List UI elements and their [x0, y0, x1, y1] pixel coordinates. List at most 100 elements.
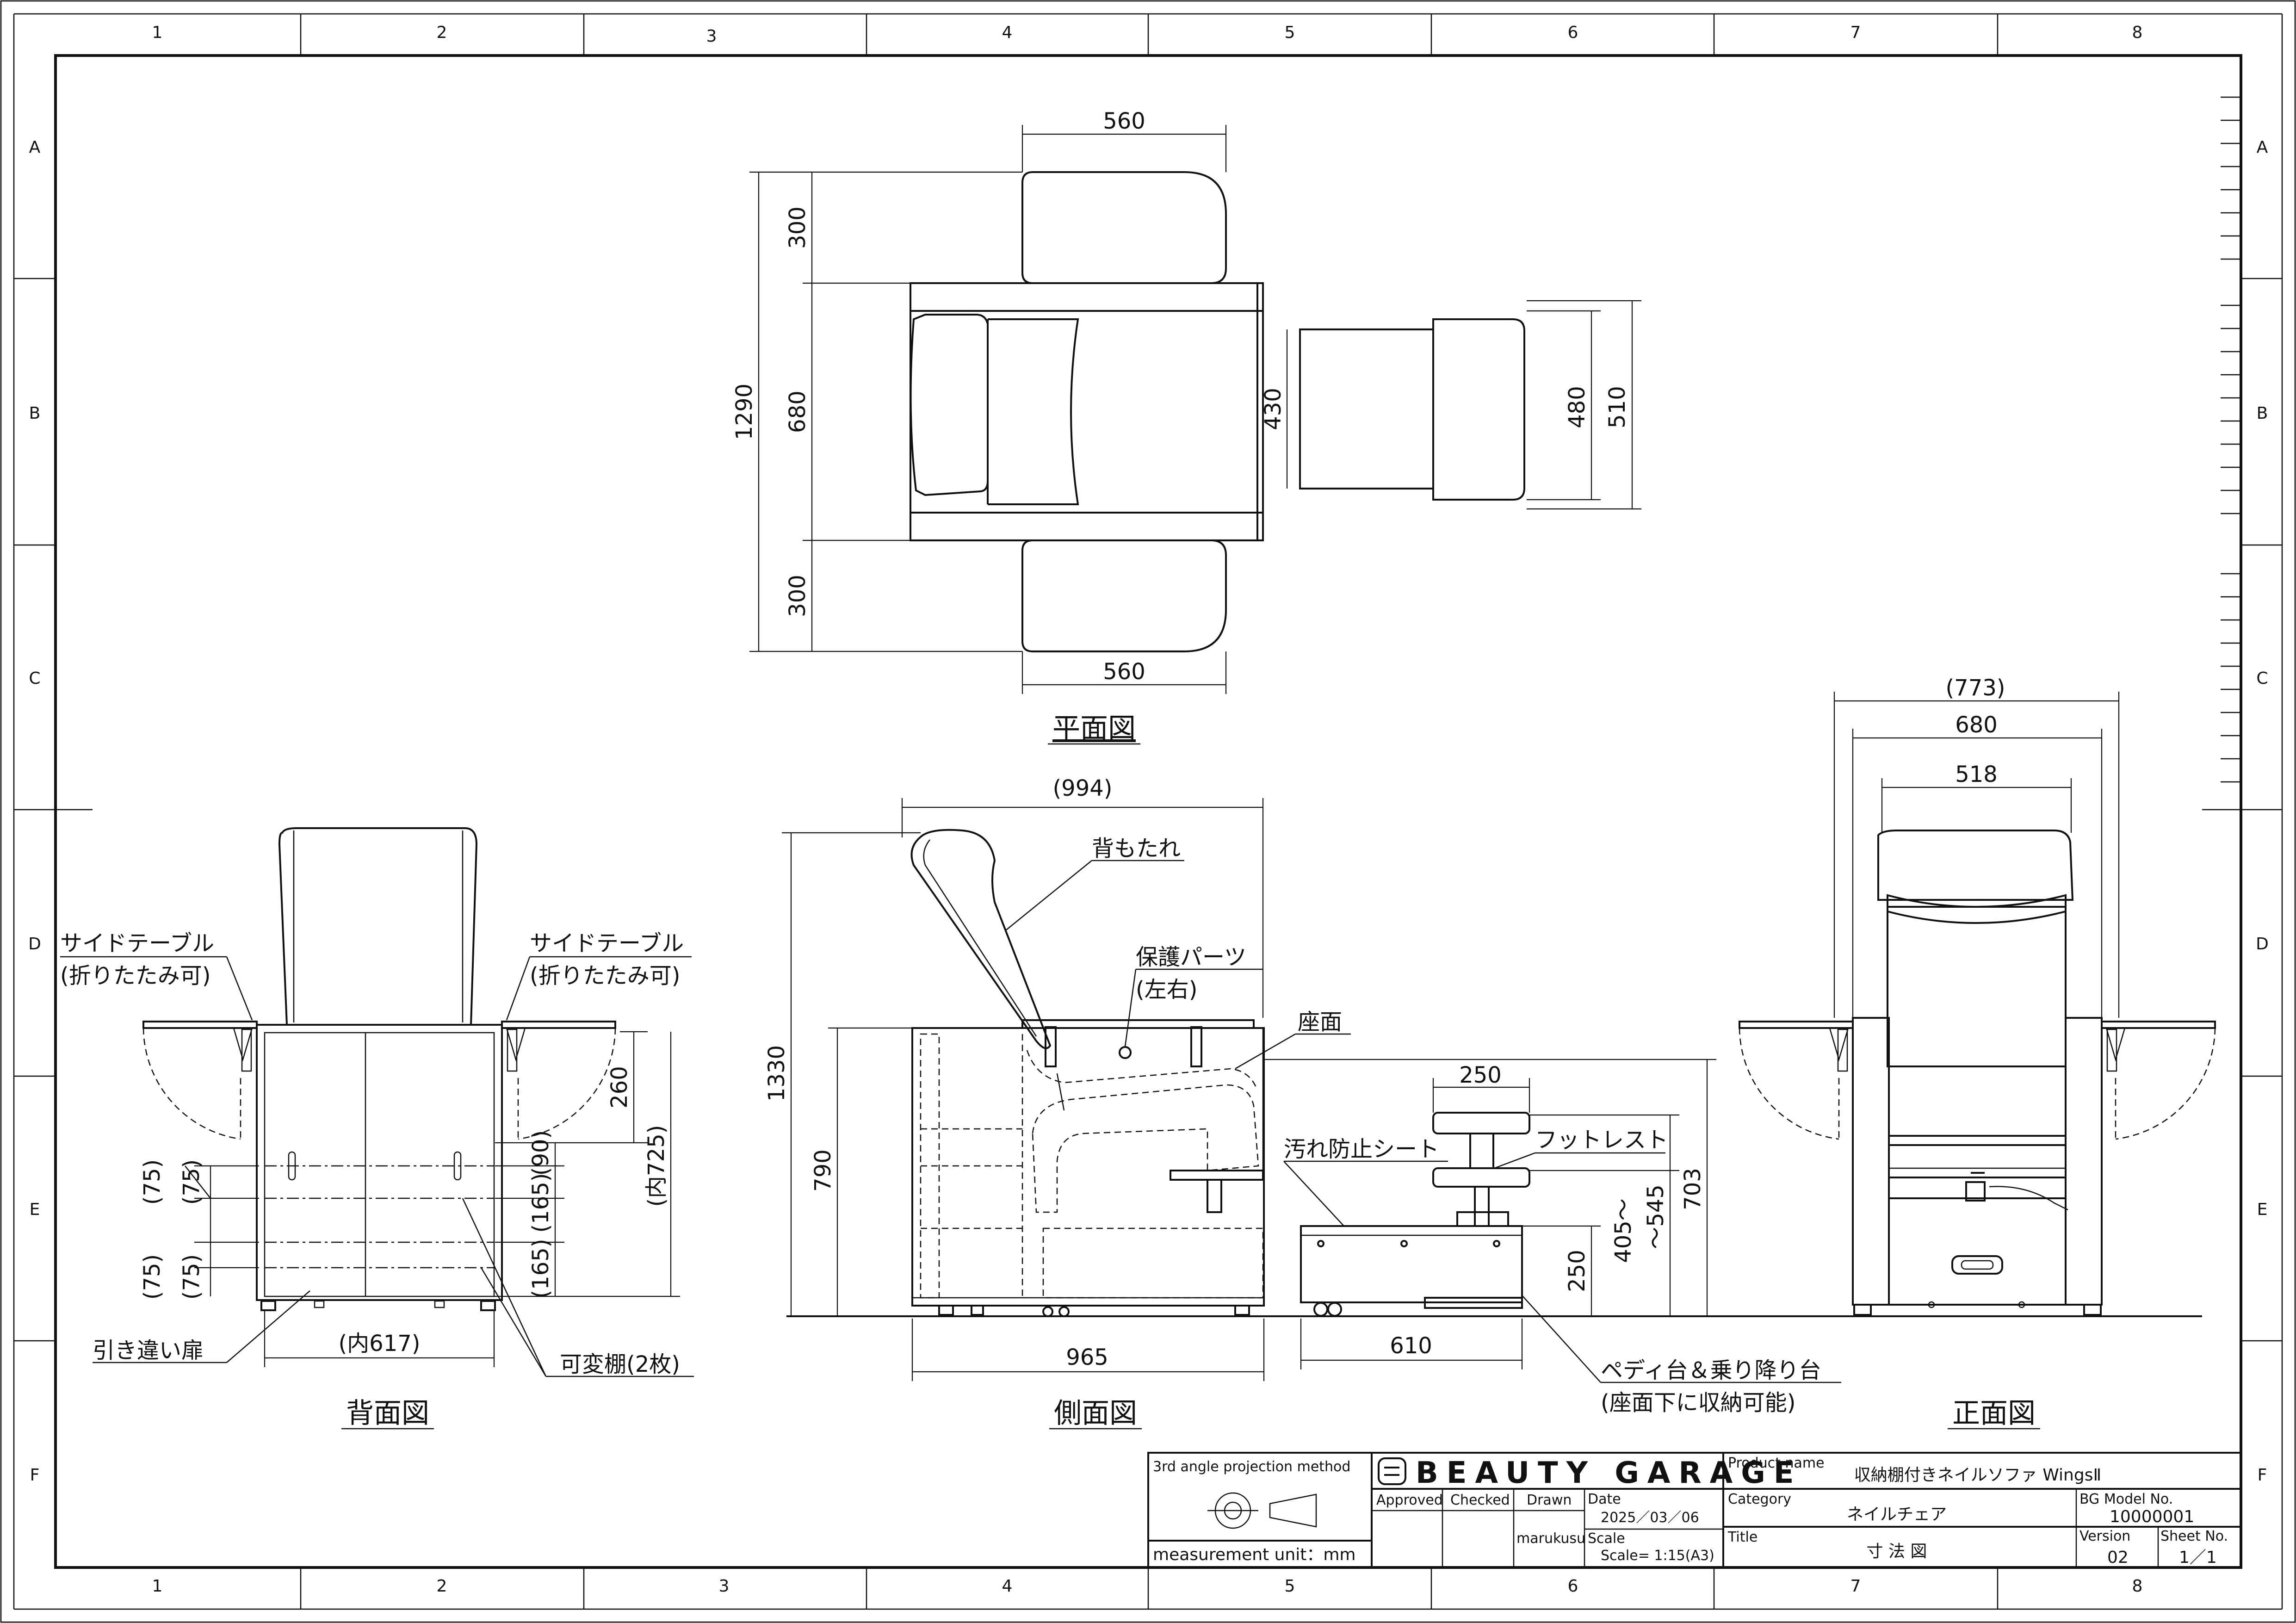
dim-back-90: (90)	[528, 1130, 554, 1176]
front-backrest	[1877, 830, 2074, 901]
model-value: 10000001	[2110, 1507, 2194, 1526]
col-label: 4	[1002, 1577, 1013, 1596]
side-view-title: 側面図	[1054, 1397, 1137, 1430]
plan-arm-bottom	[1021, 539, 1227, 652]
row-label: F	[2258, 1466, 2267, 1485]
projection-label: 3rd angle projection method	[1153, 1459, 1350, 1475]
product-name-label: Product name	[1728, 1455, 1825, 1471]
category-value: ネイルチェア	[1847, 1505, 1947, 1524]
label-protect-sub: (左右)	[1136, 977, 1197, 1003]
label-backrest: 背もたれ	[1092, 836, 1181, 861]
back-cabinet	[256, 1024, 503, 1301]
back-view-title: 背面図	[346, 1397, 429, 1430]
back-side-table-right	[501, 1021, 616, 1029]
front-view-title: 正面図	[1952, 1397, 2036, 1430]
label-sliding-door: 引き違い扉	[93, 1338, 204, 1363]
dim-plan-fr-inner: 480	[1564, 386, 1590, 428]
col-label: 5	[1285, 23, 1295, 42]
brand-name: BEAUTY GARAGE	[1416, 1456, 1802, 1490]
dim-pedi-703: 703	[1680, 1168, 1706, 1210]
dim-plan-bottom: 560	[1103, 659, 1145, 685]
plan-backrest	[910, 314, 989, 496]
dim-back-165b: (165)	[528, 1239, 554, 1298]
pedi-stand: 汚れ防止シート フットレスト ペディ台＆乗り降り台 (座面下に収納可能) 250…	[1263, 1059, 1841, 1416]
row-label: A	[2257, 138, 2268, 157]
row-label: E	[30, 1200, 40, 1219]
dim-plan-arm-top: 300	[785, 206, 811, 249]
back-view: サイドテーブル (折りたたみ可) サイドテーブル (折りたたみ可) 引き違い扉 …	[60, 827, 694, 1430]
label-pedi-sub: (座面下に収納可能)	[1601, 1390, 1795, 1416]
col-label: 8	[2132, 23, 2143, 42]
label-seat: 座面	[1298, 1009, 1342, 1035]
drawn-label: Drawn	[1527, 1492, 1572, 1508]
dim-side-1330: 1330	[764, 1045, 790, 1102]
title-value: 寸 法 図	[1867, 1542, 1927, 1561]
row-label: E	[2257, 1200, 2268, 1219]
version-label: Version	[2079, 1528, 2130, 1544]
col-label: 5	[1285, 1577, 1295, 1596]
dim-front-680: 680	[1955, 712, 1998, 738]
front-seat-back	[1887, 906, 2067, 1067]
grid-labels: 1 2 3 4 5 6 7 8 1 2 3 4 5 6 7 8 A B C D …	[28, 23, 2269, 1596]
col-label: 3	[706, 27, 717, 46]
sheet-value: 1／1	[2179, 1548, 2217, 1567]
date-value: 2025／03／06	[1601, 1510, 1699, 1526]
col-label: 6	[1568, 1577, 1578, 1596]
title-label: Title	[1727, 1529, 1758, 1545]
dim-back-75d: (75)	[179, 1254, 204, 1300]
scale-label: Scale	[1588, 1530, 1625, 1547]
label-side-table-left-sub: (折りたたみ可)	[60, 963, 210, 989]
model-label: BG Model No.	[2079, 1491, 2173, 1507]
dim-pedi-405: 405～	[1610, 1198, 1636, 1263]
dim-pedi-610: 610	[1390, 1333, 1432, 1359]
col-label: 4	[1002, 23, 1013, 42]
approved-label: Approved	[1376, 1492, 1443, 1508]
dim-plan-arm-bottom: 300	[785, 575, 811, 617]
col-label: 2	[437, 23, 447, 42]
row-label: F	[30, 1466, 40, 1485]
label-shelf: 可変棚(2枚)	[560, 1351, 680, 1377]
label-footrest: フットレスト	[1535, 1127, 1668, 1153]
pedi-box	[1300, 1225, 1523, 1303]
plan-view: 560 560 1290 300 680 300 430 480 510 平面図	[731, 108, 1641, 745]
label-dirt-sheet: 汚れ防止シート	[1284, 1136, 1439, 1162]
version-value: 02	[2107, 1548, 2129, 1567]
plan-footrest	[1299, 328, 1434, 489]
dim-front-518: 518	[1955, 762, 1998, 787]
front-view: (773) 680 518 正面図	[1739, 675, 2216, 1430]
row-label: B	[2257, 404, 2268, 423]
side-cabinet	[911, 1027, 1265, 1307]
side-backrest	[910, 829, 1052, 1049]
scale-value: Scale= 1:15(A3)	[1601, 1548, 1714, 1564]
dim-side-994: (994)	[1052, 775, 1112, 801]
front-side-table-left	[1739, 1021, 1854, 1029]
unit-label: measurement unit：mm	[1153, 1545, 1356, 1564]
date-label: Date	[1588, 1491, 1621, 1507]
product-name: 収納棚付きネイルソファ WingsⅡ	[1854, 1466, 2101, 1485]
brand-logo: BEAUTY GARAGE	[1378, 1456, 1802, 1490]
col-label: 7	[1850, 23, 1861, 42]
plan-view-title: 平面図	[1052, 712, 1136, 745]
back-backrest	[278, 827, 478, 1026]
row-label: C	[29, 669, 40, 688]
dim-back-75b: (75)	[179, 1159, 204, 1205]
dim-plan-overall: 1290	[731, 384, 757, 440]
dim-plan-body: 430	[1260, 388, 1286, 430]
dim-plan-seat: 680	[785, 390, 811, 433]
side-view: 背もたれ 保護パーツ (左右) 座面 (994) 1330 790 965 側面…	[764, 775, 2202, 1430]
label-side-table-right-sub: (折りたたみ可)	[530, 963, 680, 989]
dim-pedi-545: ～545	[1643, 1184, 1669, 1249]
pedi-footrest-top	[1432, 1112, 1530, 1134]
label-pedi: ペディ台＆乗り降り台	[1601, 1357, 1821, 1383]
checked-label: Checked	[1450, 1492, 1510, 1508]
dim-side-790: 790	[810, 1149, 836, 1192]
drawn-by: marukusu	[1516, 1530, 1585, 1547]
dim-front-773: (773)	[1945, 675, 2005, 701]
dim-back-75c: (75)	[139, 1254, 165, 1300]
row-label: A	[29, 138, 41, 157]
dim-plan-top: 560	[1103, 108, 1145, 134]
label-side-table-right: サイドテーブル	[530, 930, 684, 956]
dim-back-inner617: (内617)	[338, 1331, 420, 1357]
